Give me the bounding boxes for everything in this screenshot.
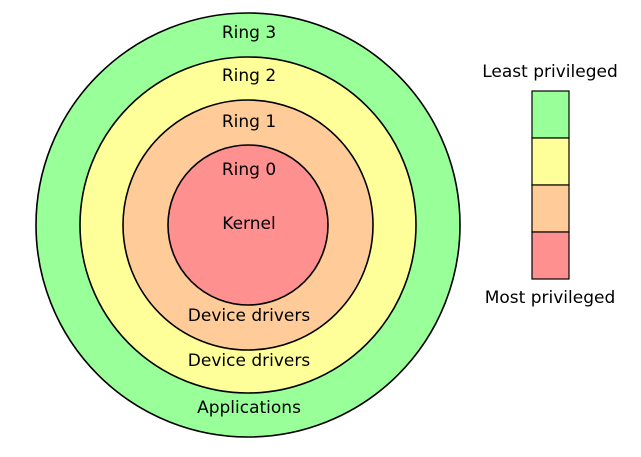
- ring-2-content: Device drivers: [188, 351, 311, 371]
- ring-1-label: Ring 1: [222, 112, 276, 132]
- ring-contents: Kernel Device drivers Device drivers App…: [188, 214, 311, 418]
- legend-swatch-ring-2: [531, 137, 570, 186]
- ring-3-content: Applications: [197, 398, 301, 418]
- legend-top-label: Least privileged: [482, 62, 618, 82]
- legend-swatch-ring-1: [531, 184, 570, 233]
- rings-group: [35, 12, 461, 438]
- ring-2-label: Ring 2: [222, 66, 276, 86]
- ring-0-circle: [167, 144, 329, 306]
- privilege-legend: Least privileged Most privileged: [482, 62, 618, 308]
- ring-0-content: Kernel: [222, 214, 275, 234]
- ring-0-label: Ring 0: [222, 160, 276, 180]
- legend-bottom-label: Most privileged: [485, 288, 616, 308]
- legend-swatch-ring-0: [531, 231, 570, 280]
- ring-labels: Ring 3 Ring 2 Ring 1 Ring 0: [222, 23, 276, 180]
- ring-1-content: Device drivers: [188, 306, 311, 326]
- legend-swatch-ring-3: [531, 90, 570, 139]
- ring-3-label: Ring 3: [222, 23, 276, 43]
